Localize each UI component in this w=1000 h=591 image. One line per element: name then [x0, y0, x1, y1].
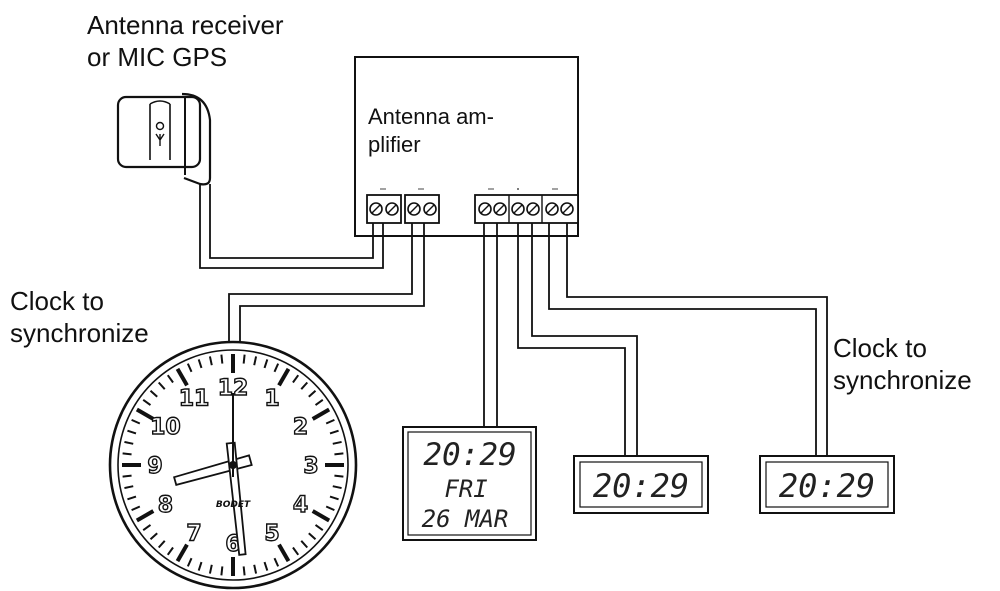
clock-numeral: 4 [293, 493, 308, 518]
clock-minute-tick [149, 532, 158, 541]
clock-numeral: 10 [150, 415, 181, 440]
clock-hour-tick [311, 509, 331, 523]
clock-minute-tick [253, 356, 258, 366]
clock-minute-tick [263, 359, 269, 369]
clock-hour-tick [311, 407, 331, 421]
clock-minute-tick [131, 505, 141, 512]
clock-minute-tick [208, 564, 213, 574]
digital-display-small-2: 20:29 [759, 455, 895, 514]
clock-brand-logo: BODET [216, 500, 251, 510]
clock-left-label-line2: synchronize [10, 318, 149, 348]
clock-minute-tick [300, 381, 309, 390]
terminal-block-outputs [474, 188, 579, 224]
clock-minute-tick [273, 363, 280, 373]
clock-minute-tick [242, 566, 246, 576]
antenna-receiver [116, 92, 212, 186]
clock-minute-tick [263, 561, 269, 571]
large-display-date: 26 MAR [422, 505, 509, 533]
clock-minute-tick [292, 374, 300, 384]
clock-minute-tick [314, 398, 324, 406]
terminal-block-j1 [366, 188, 402, 224]
clock-minute-tick [253, 564, 258, 574]
clock-minute-tick [131, 418, 141, 425]
clock-minute-tick [300, 540, 309, 549]
terminal-block-j2 [404, 188, 440, 224]
clock-minute-tick [314, 524, 324, 532]
large-display-day: FRI [444, 475, 487, 503]
clock-minute-tick [127, 429, 137, 435]
small-display-1-time: 20:29 [593, 467, 689, 505]
large-display-time: 20:29 [423, 437, 516, 473]
clock-numeral: 8 [158, 493, 173, 518]
digital-display-small-1: 20:29 [573, 455, 709, 514]
clock-minute-tick [332, 485, 342, 490]
clock-minute-tick [334, 474, 344, 478]
clock-minute-tick [325, 505, 335, 512]
clock-minute-tick [157, 381, 166, 390]
clock-minute-tick [122, 474, 132, 478]
clock-right-label-line2: synchronize [833, 365, 972, 395]
clock-numeral: 7 [186, 522, 201, 547]
clock-minute-tick [325, 418, 335, 425]
clock-minute-tick [220, 566, 224, 576]
antenna-receiver-label-line2: or MIC GPS [87, 42, 228, 72]
clock-minute-tick [124, 440, 134, 445]
cables [199, 184, 828, 458]
clock-hour-tick [277, 367, 291, 387]
clock-numeral: 9 [147, 454, 162, 479]
clock-minute-tick [186, 363, 193, 373]
clock-hour-tick [175, 367, 189, 387]
clock-hour-tick [175, 543, 189, 563]
clock-numeral: 11 [179, 386, 210, 411]
clock-minute-tick [308, 532, 317, 541]
clock-minute-tick [149, 389, 158, 398]
clock-minute-tick [122, 452, 132, 456]
clock-minute-tick [166, 374, 174, 384]
clock-minute-tick [292, 546, 300, 556]
clock-minute-tick [208, 356, 213, 366]
clock-minute-tick [124, 485, 134, 490]
clock-minute-tick [329, 429, 339, 435]
clock-numeral: 3 [303, 454, 318, 479]
clock-minute-tick [197, 561, 203, 571]
clock-center-pin [229, 461, 237, 469]
clock-hour-tick [135, 407, 155, 421]
clock-minute-tick [273, 557, 280, 567]
small-display-2-time: 20:29 [779, 467, 875, 505]
clock-hour-tick [135, 509, 155, 523]
clock-right-label-line1: Clock to [833, 333, 927, 363]
clock-minute-tick [329, 495, 339, 501]
clock-hour-tick [277, 543, 291, 563]
clock-numeral: 1 [264, 386, 279, 411]
clock-minute-tick [166, 546, 174, 556]
amplifier-label-line1: Antenna am- [368, 104, 494, 129]
clock-minute-tick [242, 354, 246, 364]
clock-minute-tick [197, 359, 203, 369]
antenna-icon [155, 121, 165, 131]
clock-minute-tick [332, 440, 342, 445]
clock-numeral: 5 [264, 522, 279, 547]
antenna-amplifier-box [354, 56, 579, 237]
antenna-receiver-label-line1: Antenna receiver [87, 10, 284, 40]
clock-minute-tick [308, 389, 317, 398]
clock-minute-tick [186, 557, 193, 567]
clock-minute-tick [334, 452, 344, 456]
clock-minute-tick [157, 540, 166, 549]
clock-minute-tick [220, 354, 224, 364]
clock-minute-tick [142, 524, 152, 532]
amplifier-label-line2: plifier [368, 132, 421, 157]
clock-left-label-line1: Clock to [10, 286, 104, 316]
clock-numeral: 2 [293, 415, 308, 440]
clock-minute-tick [127, 495, 137, 501]
digital-display-large: 20:29 FRI 26 MAR [402, 426, 537, 541]
clock-minute-tick [142, 398, 152, 406]
